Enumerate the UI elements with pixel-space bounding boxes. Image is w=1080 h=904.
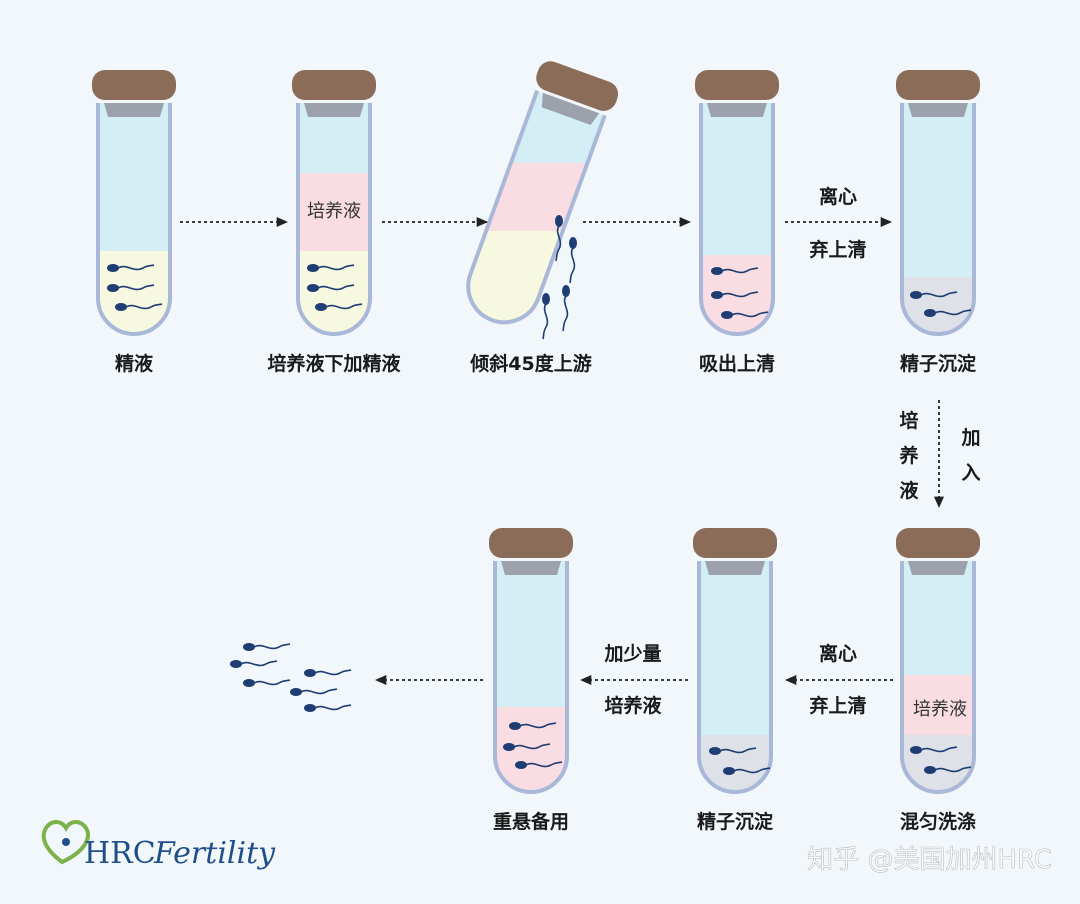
tube-medium-label: 培养液 xyxy=(307,201,361,222)
step-label-tilt: 倾斜45度上游 xyxy=(469,352,591,375)
tube-tilted xyxy=(459,61,619,340)
free-sperm-group xyxy=(229,642,352,713)
arrow-label-add-char-2: 入 xyxy=(961,462,980,484)
tube-resuspend xyxy=(489,528,573,794)
tube-mix-wash: 培养液 xyxy=(896,528,980,794)
logo-fertility-text: Fertility xyxy=(153,836,276,871)
step-label-mix-wash: 混匀洗涤 xyxy=(900,810,976,833)
step-label-pellet: 精子沉淀 xyxy=(900,352,977,375)
arrow-label-medium-char-1: 培 xyxy=(899,409,918,432)
arrow-label-medium-char-3: 液 xyxy=(899,479,919,502)
tube-pellet-second xyxy=(693,528,777,794)
logo-hrc-text: HRC xyxy=(84,836,156,871)
tube-aspirate xyxy=(695,70,779,336)
hrc-fertility-logo: HRC Fertility xyxy=(41,820,276,871)
arrow-label-discard-2: 弃上清 xyxy=(809,694,866,717)
watermark: 知乎 @美国加州HRC xyxy=(807,845,1052,875)
tube-semen xyxy=(92,70,176,336)
heart-logo-icon xyxy=(41,820,90,865)
step-label-resuspend: 重悬备用 xyxy=(493,810,569,833)
arrow-label-add-char-1: 加 xyxy=(960,427,980,449)
arrow-label-centrifuge-2: 离心 xyxy=(819,642,857,665)
arrow-label-centrifuge: 离心 xyxy=(819,185,857,208)
arrow-label-add-small: 加少量 xyxy=(603,643,661,665)
arrow-label-medium: 培养液 xyxy=(604,694,662,717)
step-label-semen: 精液 xyxy=(115,352,154,375)
arrow-label-medium-char-2: 养 xyxy=(898,444,918,467)
arrow-label-discard: 弃上清 xyxy=(809,238,866,261)
step-label-aspirate: 吸出上清 xyxy=(699,352,775,375)
tube-pellet xyxy=(896,70,980,336)
tube-layering: 培养液 xyxy=(292,70,376,336)
step-label-pellet-second: 精子沉淀 xyxy=(697,810,774,833)
step-label-layering: 培养液下加精液 xyxy=(267,352,401,375)
tube-medium-label: 培养液 xyxy=(913,699,967,720)
